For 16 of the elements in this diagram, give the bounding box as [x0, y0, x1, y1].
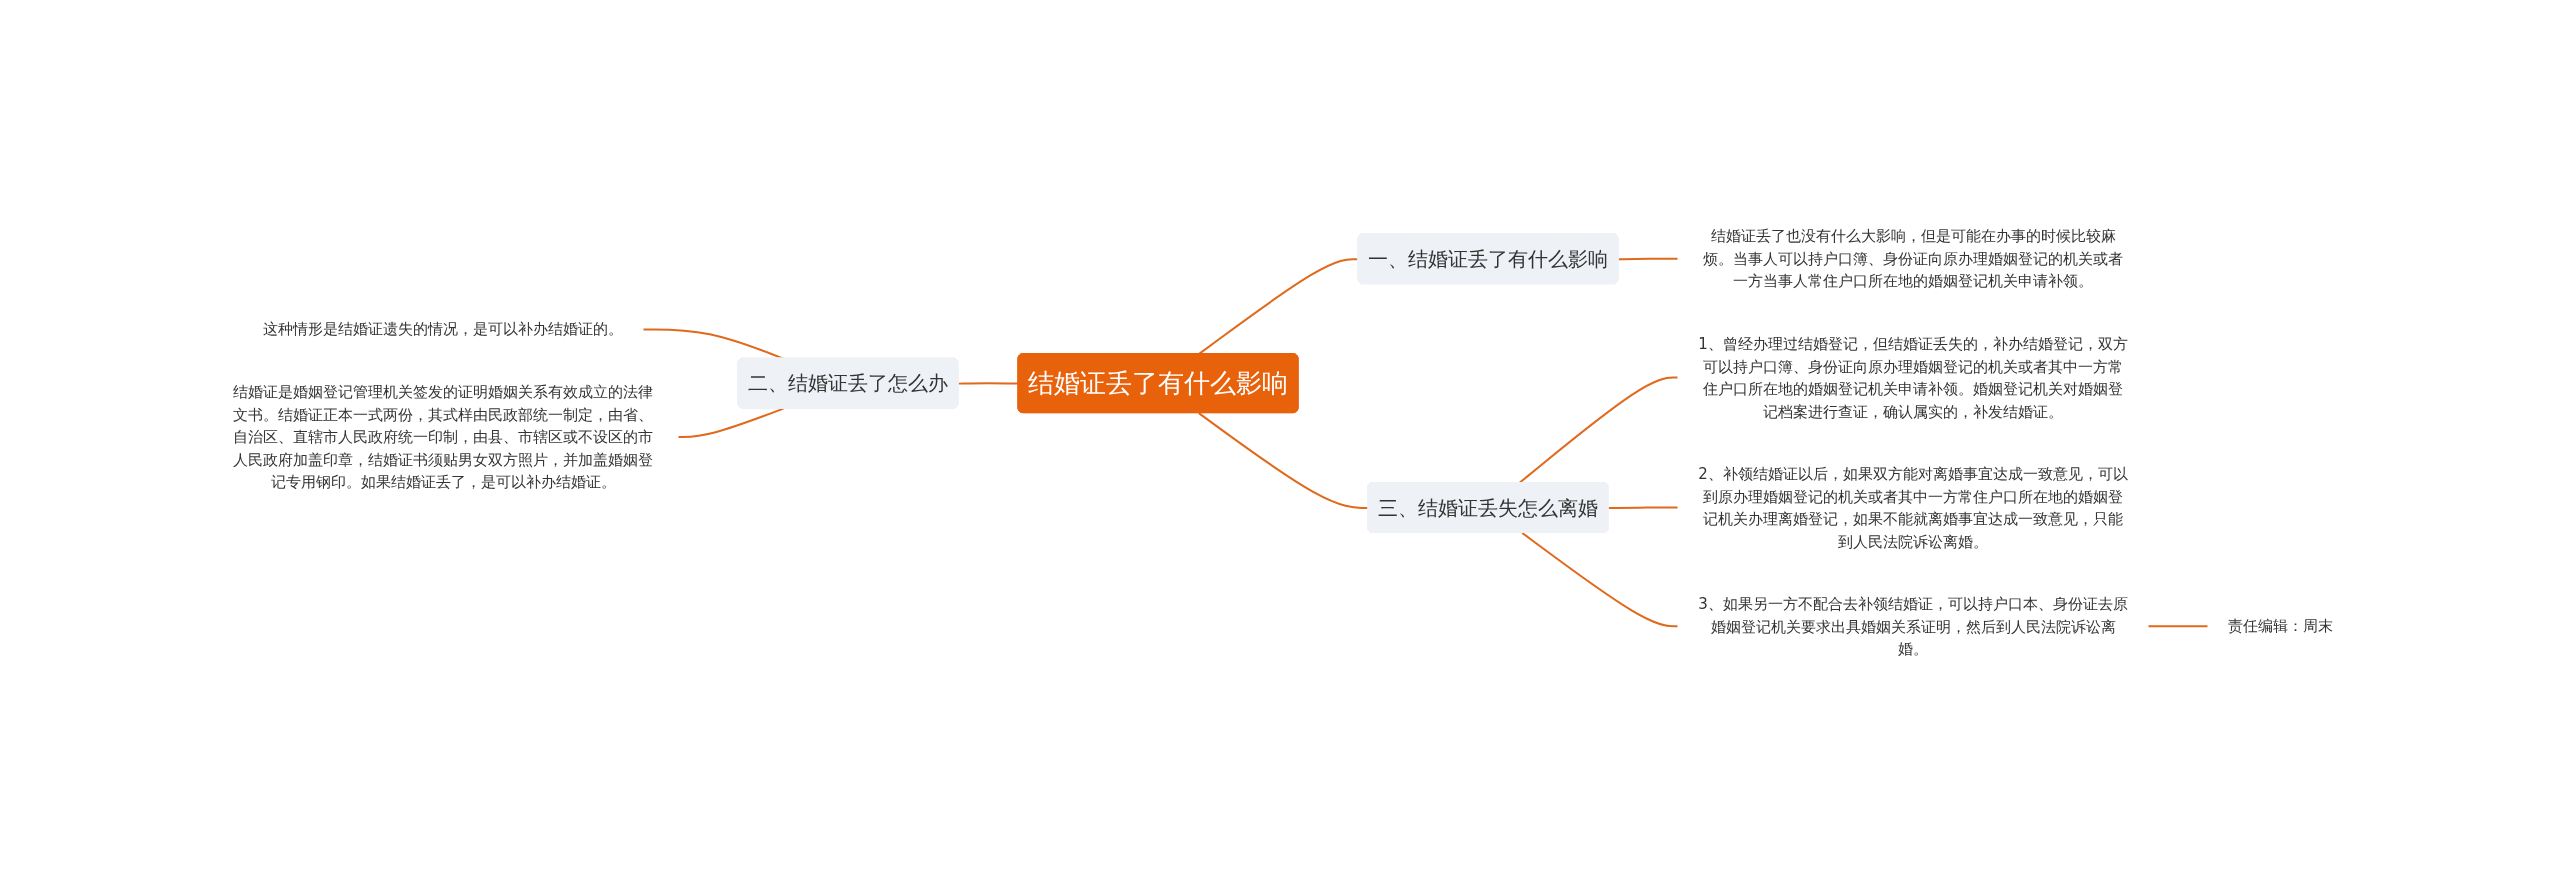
connector [1617, 257, 1679, 260]
node-text: 2、补领结婚证以后，如果双方能对离婚事宜达成一致意见，可以到原办理婚姻登记的机关或者其中一方常住户口所在地的婚姻登记机关办理离婚登记，如果不能就离婚事宜达成一致意见，只能到人民法院诉讼离婚。 [1697, 464, 2128, 550]
node-text: 这种情形是结婚证遗失的情况，是可以补办结婚证的。 [262, 319, 623, 338]
node-text: 结婚证是婚姻登记管理机关签发的证明婚姻关系有效成立的法律文书。结婚证正本一式两份，其式样由民政部统一制定，由省、自治区、直辖市人民政府统一印制，由县、市辖区或不设区的市人民政府加盖印章，结婚证书须贴男女双方照片，并加盖婚姻登记专用钢印。如果结婚证丢了，是可以补办结婚证。 [232, 382, 653, 491]
connector [957, 381, 1019, 385]
connector [1517, 376, 1679, 484]
connector [2146, 624, 2209, 627]
node-text: 责任编辑：周末 [2227, 616, 2333, 635]
node-text: 3、如果另一方不配合去补领结婚证，可以持户口本、身份证去原婚姻登记机关要求出具婚姻关系证明，然后到人民法院诉讼离婚。 [1697, 594, 2128, 657]
node-text: 1、曾经办理过结婚登记，但结婚证丢失的，补办结婚登记，双方可以持户口簿、身份证向原办理婚姻登记的机关或者其中一方常住户口所在地的婚姻登记机关申请补领。婚姻登记机关对婚姻登记档案进行查证，确认属实的，补发结婚证。 [1697, 334, 2128, 420]
connector [1520, 531, 1679, 627]
connector [676, 407, 784, 438]
connector [1607, 506, 1679, 509]
connector [1197, 257, 1359, 355]
node-text: 结婚证丢了也没有什么大影响，但是可能在办事的时候比较麻烦。当事人可以持户口簿、身份证向原办理婚姻登记的机关或者一方当事人常住户口所在地的婚姻登记机关申请补领。 [1702, 226, 2123, 290]
connector [1197, 411, 1369, 509]
